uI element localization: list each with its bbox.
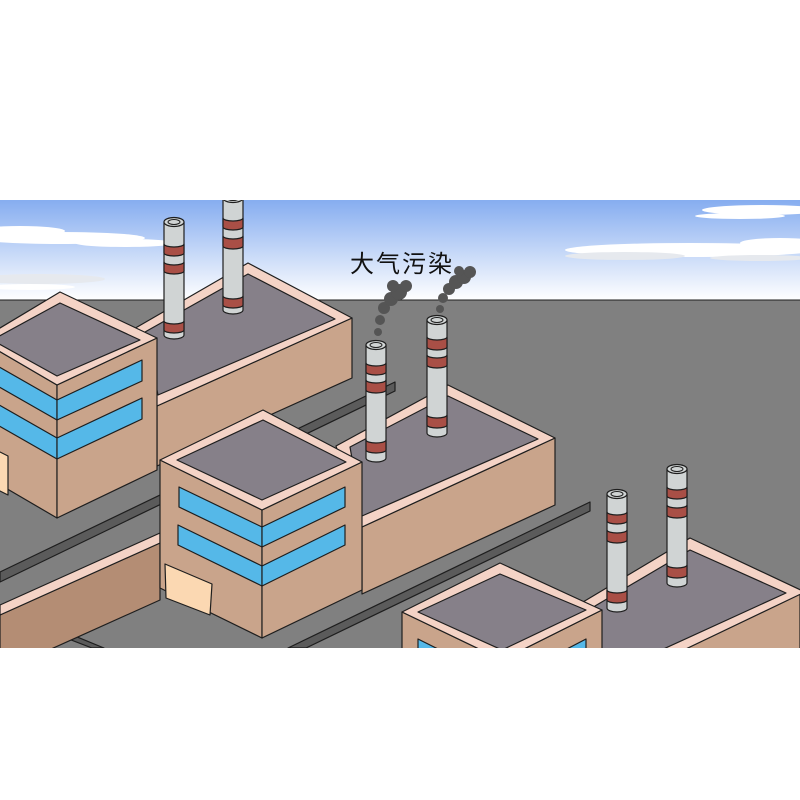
smoke-puff <box>454 266 464 276</box>
cloud <box>0 284 75 290</box>
window-strip <box>567 638 587 648</box>
factory-2-tall-block <box>159 409 363 639</box>
smoke-puff <box>436 305 444 313</box>
window-strip <box>56 359 143 421</box>
roof <box>176 419 347 501</box>
factory-3 <box>401 463 800 648</box>
clouds-right <box>565 205 800 261</box>
smokestack-body <box>222 200 244 315</box>
cloud <box>565 252 685 260</box>
window-strip <box>261 486 346 548</box>
clouds-left <box>0 226 175 290</box>
smokestack <box>606 488 628 613</box>
smokestack-band <box>365 362 387 376</box>
smokestack-band <box>606 589 628 604</box>
smokestack-band <box>222 235 244 250</box>
smokestack-band <box>426 336 448 351</box>
smokestack-opening <box>610 491 624 497</box>
factory-3-tall-block <box>401 562 603 648</box>
smokestack-band <box>222 295 244 309</box>
smokestack-band <box>606 511 628 525</box>
smoke-puff <box>378 302 390 314</box>
roof <box>417 573 587 648</box>
window-strip <box>56 397 143 460</box>
window-strip <box>261 524 346 587</box>
cloud <box>740 238 800 248</box>
smokestack <box>666 463 688 588</box>
smoke-puff <box>375 315 385 325</box>
smoke-puff <box>438 293 448 303</box>
smokestack-body <box>163 221 185 340</box>
door <box>0 451 9 496</box>
smokestack-opening <box>369 342 383 348</box>
smokestack-band <box>666 486 688 500</box>
smokestack-band <box>163 243 185 257</box>
smoke-puff <box>374 328 382 336</box>
smokestack <box>163 216 185 340</box>
smokestack-cap <box>163 216 185 228</box>
factory-2 <box>159 314 556 639</box>
smokestack-band <box>222 217 244 231</box>
smokestack-band <box>365 379 387 394</box>
factory-2-low-section <box>335 384 556 595</box>
smokestack-band <box>666 564 688 579</box>
smokestack-opening <box>670 466 684 472</box>
smokestack-cap <box>426 314 448 326</box>
smoke-puff <box>400 280 412 292</box>
smoke-right <box>436 266 476 313</box>
factory-3-smokestacks <box>606 463 688 613</box>
cloud <box>75 239 175 247</box>
cloud <box>710 255 800 261</box>
factory-1 <box>0 200 353 519</box>
cloud <box>0 274 105 284</box>
smokestack-band <box>365 439 387 454</box>
smokestack-band <box>163 320 185 334</box>
roof <box>0 302 141 377</box>
smokestack-opening <box>430 317 444 323</box>
smokestack <box>426 314 448 438</box>
smokestack-band <box>426 414 448 429</box>
smokestack-opening <box>228 200 238 201</box>
smokestack-band <box>163 261 185 275</box>
smokestack-band <box>426 354 448 369</box>
smoke-puff <box>387 280 399 292</box>
smokestack-band <box>666 504 688 519</box>
factory-1-tall-block <box>0 291 158 519</box>
factory-1-smokestacks <box>163 200 244 340</box>
smokestack <box>365 339 387 463</box>
smokestack-cap <box>223 200 243 204</box>
caption-text: 大气污染 <box>350 250 454 278</box>
smoke-puff <box>464 266 476 278</box>
smokestack-cap <box>365 339 387 351</box>
factory-3-low-section <box>577 537 800 648</box>
factory-2-smokestacks <box>365 314 448 463</box>
smokestack-cap <box>666 463 688 475</box>
window-strip <box>417 638 438 648</box>
smokestack-opening <box>167 219 181 225</box>
cloud <box>695 213 785 219</box>
door <box>164 563 213 616</box>
road <box>287 501 591 648</box>
smokestack-cap <box>606 488 628 500</box>
cloud <box>0 226 65 236</box>
smokestack <box>222 200 244 315</box>
smoke-left <box>374 280 412 336</box>
roof <box>594 549 787 648</box>
smokestack-band <box>606 529 628 544</box>
cloud <box>702 205 800 215</box>
illustration-frame: 大气污染 <box>0 200 800 648</box>
